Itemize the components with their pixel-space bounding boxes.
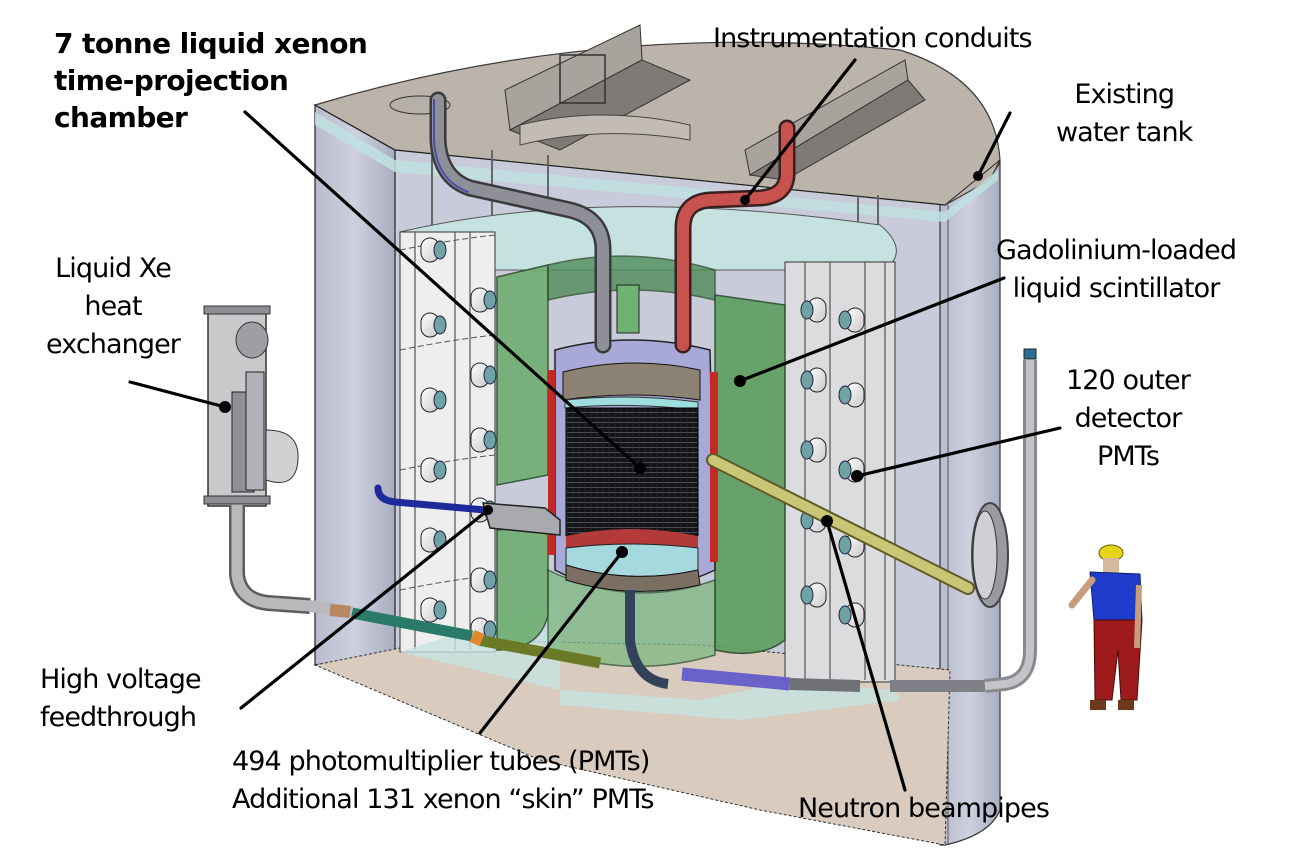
- outer-pmt: [800, 367, 827, 393]
- label-outer-pmts-line: PMTs: [1096, 441, 1160, 472]
- water-top: [399, 206, 897, 271]
- person-shirt: [1089, 571, 1143, 621]
- label-conduits-line: Instrumentation conduits: [713, 23, 1033, 54]
- label-tpc-line: time-projection: [54, 64, 289, 97]
- label-heat-exchanger: Liquid Xe heat exchanger: [46, 250, 181, 364]
- hv-feedthrough-assembly: [374, 484, 561, 536]
- transfer-line: [229, 360, 1037, 693]
- scintillator-tanks: [496, 255, 786, 668]
- outer-pmt: [420, 312, 447, 338]
- cryostat: [548, 339, 718, 592]
- leader-pmts: [478, 550, 624, 735]
- instrumentation-conduits: [429, 91, 796, 354]
- outer-pmt: [838, 307, 865, 333]
- label-water-tank-line: Existing: [1074, 79, 1175, 110]
- label-scintillator-line: liquid scintillator: [1012, 273, 1221, 304]
- return-pipe-blue: [681, 667, 791, 691]
- leader-hv: [239, 508, 490, 710]
- tank-left-wall: [314, 103, 396, 666]
- outer-pmt: [470, 567, 497, 593]
- outer-pmt: [838, 382, 865, 408]
- time-projection-chamber: [565, 407, 699, 537]
- label-pmts-line: 494 photomultiplier tubes (PMTs): [232, 746, 650, 777]
- label-beampipes-line: Neutron beampipes: [798, 793, 1050, 824]
- outer-pmt: [800, 582, 827, 608]
- lid-frame: [559, 54, 606, 104]
- label-outer-pmts: 120 outer detector PMTs: [1066, 362, 1191, 476]
- outer-pmt: [838, 602, 865, 628]
- label-tpc: 7 tonne liquid xenon time-projection cha…: [54, 25, 368, 136]
- tpc-top-pmt-array: [562, 362, 701, 401]
- leader-heat-exchanger: [128, 380, 227, 409]
- leader-dots: [219, 171, 983, 558]
- outer-pmt: [420, 457, 447, 483]
- heat-exchanger: [203, 305, 299, 507]
- leader-scintillator: [738, 276, 1006, 383]
- label-water-tank-line: water tank: [1056, 117, 1193, 148]
- label-hv-feedthrough-line: High voltage: [40, 664, 202, 695]
- leader-lines: [128, 58, 1062, 792]
- label-scintillator: Gadolinium-loaded liquid scintillator: [996, 232, 1237, 308]
- outer-pmt: [800, 437, 827, 463]
- transfer-pipe-olive: [476, 634, 602, 669]
- outer-pmt: [420, 387, 447, 413]
- leader-water-tank: [976, 111, 1012, 178]
- label-tpc-line: 7 tonne liquid xenon: [54, 27, 368, 60]
- label-outer-pmts-line: detector: [1074, 403, 1183, 434]
- label-heat-exchanger-line: heat: [84, 291, 142, 322]
- scintillator-tank-left-lower: [496, 524, 549, 651]
- outer-pmt: [420, 527, 447, 553]
- outer-pmt: [420, 597, 447, 623]
- outer-pmt: [420, 237, 447, 263]
- label-heat-exchanger-line: Liquid Xe: [55, 253, 172, 284]
- label-water-tank: Existing water tank: [1056, 76, 1193, 152]
- label-beampipes: Neutron beampipes: [798, 790, 1050, 828]
- label-pmts: 494 photomultiplier tubes (PMTs) Additio…: [232, 743, 654, 819]
- label-tpc-line: chamber: [54, 101, 188, 134]
- label-hv-feedthrough: High voltage feedthrough: [40, 661, 202, 737]
- outer-pipe-cap: [1023, 348, 1037, 360]
- outer-pmt: [470, 287, 497, 313]
- label-heat-exchanger-line: exchanger: [46, 329, 181, 360]
- label-outer-pmts-line: 120 outer: [1066, 365, 1191, 396]
- person-figure: [1068, 544, 1143, 710]
- hv-cable: [374, 484, 489, 514]
- leader-outer-pmts: [855, 426, 1062, 478]
- leader-tpc: [243, 110, 642, 470]
- outer-pmt: [470, 427, 497, 453]
- outer-pmt: [470, 362, 497, 388]
- label-conduits: Instrumentation conduits: [713, 20, 1033, 58]
- label-hv-feedthrough-line: feedthrough: [40, 702, 197, 733]
- transfer-pipe-teal: [350, 607, 474, 642]
- label-scintillator-line: Gadolinium-loaded: [996, 235, 1237, 266]
- leader-beampipes: [825, 519, 907, 792]
- label-pmts-line: Additional 131 xenon “skin” PMTs: [232, 784, 654, 815]
- outer-pmt: [800, 297, 827, 323]
- scintillator-tank-left: [496, 264, 549, 486]
- leader-conduits: [743, 58, 857, 202]
